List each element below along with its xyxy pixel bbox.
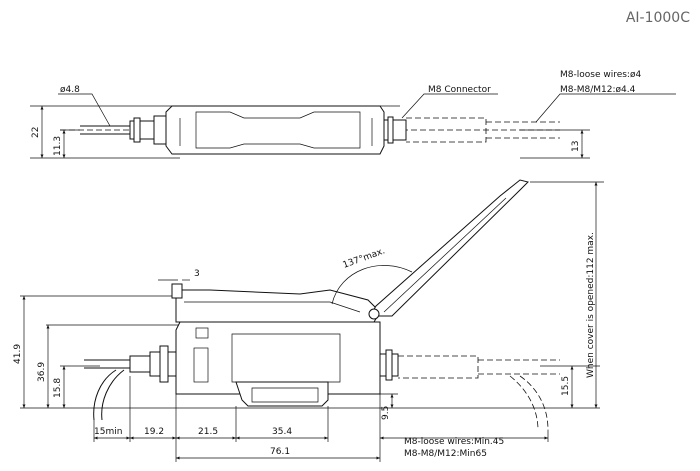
side-dim-angle: 137°max.	[342, 246, 387, 270]
side-bend-label-2: M8-M8/M12:Min65	[404, 449, 487, 459]
side-bend-label-1: M8-loose wires:Min.45	[404, 437, 504, 447]
side-dim-3: 3	[194, 269, 200, 279]
top-dim-right: 13	[571, 141, 581, 152]
top-dim-center: 11.3	[53, 136, 63, 156]
side-dim-cover-open: When cover is opened:112 max.	[586, 232, 596, 378]
side-dim-36-9: 36.9	[37, 362, 47, 382]
drawing-title: AI-1000C	[626, 10, 690, 26]
side-dim-15-8: 15.8	[53, 378, 63, 398]
top-dim-height: 22	[31, 127, 41, 138]
side-dim-41-9: 41.9	[13, 344, 23, 364]
side-dim-21-5: 21.5	[198, 427, 218, 437]
top-wires-label-2: M8-M8/M12:ø4.4	[560, 85, 636, 95]
side-view: 137°max. 3 41.9 36.9 15.8 15.5 When cove…	[13, 179, 604, 462]
side-dim-35-4: 35.4	[272, 427, 292, 437]
top-view: ø4.8 M8 Connector M8-loose wires:ø4 M8-M…	[30, 70, 676, 159]
side-dim-15min: 15min	[94, 427, 122, 437]
side-dim-76-1: 76.1	[270, 447, 290, 457]
top-diameter-label: ø4.8	[60, 85, 80, 95]
side-dim-19-2: 19.2	[144, 427, 164, 437]
top-wires-label-1: M8-loose wires:ø4	[560, 70, 641, 80]
side-dim-15-5: 15.5	[561, 376, 571, 396]
side-dim-9-5: 9.5	[381, 406, 391, 420]
top-connector-label: M8 Connector	[428, 85, 491, 95]
